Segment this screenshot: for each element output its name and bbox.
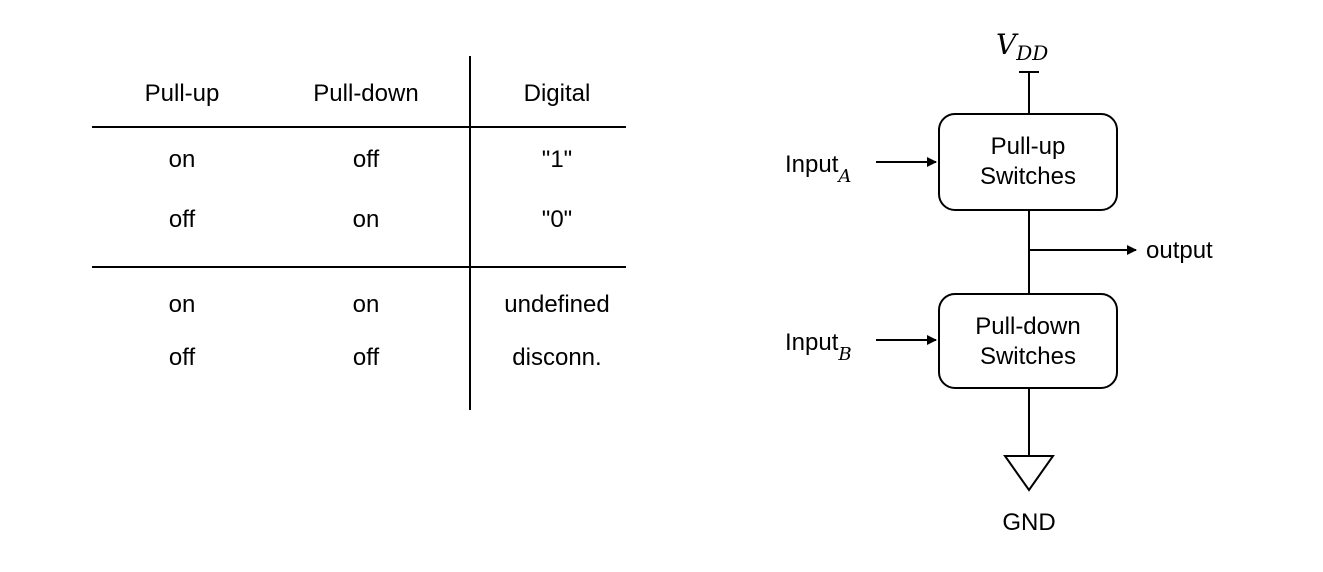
ground-label: GND: [1002, 509, 1055, 536]
header-digital: Digital: [523, 80, 591, 107]
header-pull-up: Pull-up: [144, 80, 220, 107]
row1-digital: "1": [541, 146, 573, 173]
header-pull-down: Pull-down: [313, 80, 419, 107]
row3-digital: undefined: [504, 291, 610, 318]
ground-symbol: [1003, 455, 1055, 492]
truth-table: Pull-up Pull-down Digital on off "1" off…: [92, 56, 626, 410]
input-b-label: InputB: [785, 329, 852, 365]
pull-up-box-line1: Pull-up: [991, 133, 1066, 160]
pull-up-box-line2: Switches: [980, 163, 1076, 190]
group-divider: [92, 266, 626, 268]
row4-digital: disconn.: [512, 344, 602, 371]
row1-pull-up: on: [168, 146, 196, 173]
pull-up-switches-box: [938, 113, 1118, 211]
row4-pull-down: off: [352, 344, 380, 371]
pull-down-switches-box: [938, 293, 1118, 389]
row2-pull-up: off: [168, 206, 196, 233]
row3-pull-down: on: [352, 291, 380, 318]
header-divider: [92, 126, 626, 128]
row3-pull-up: on: [168, 291, 196, 318]
input-a-label: InputA: [785, 151, 851, 187]
column-divider: [469, 56, 471, 410]
output-label: output: [1146, 237, 1213, 264]
row4-pull-up: off: [168, 344, 196, 371]
vdd-label: VDD: [996, 28, 1048, 65]
pull-down-box-line2: Switches: [980, 343, 1076, 370]
row2-digital: "0": [541, 206, 573, 233]
row2-pull-down: on: [352, 206, 380, 233]
pull-down-box-line1: Pull-down: [975, 313, 1080, 340]
row1-pull-down: off: [352, 146, 380, 173]
